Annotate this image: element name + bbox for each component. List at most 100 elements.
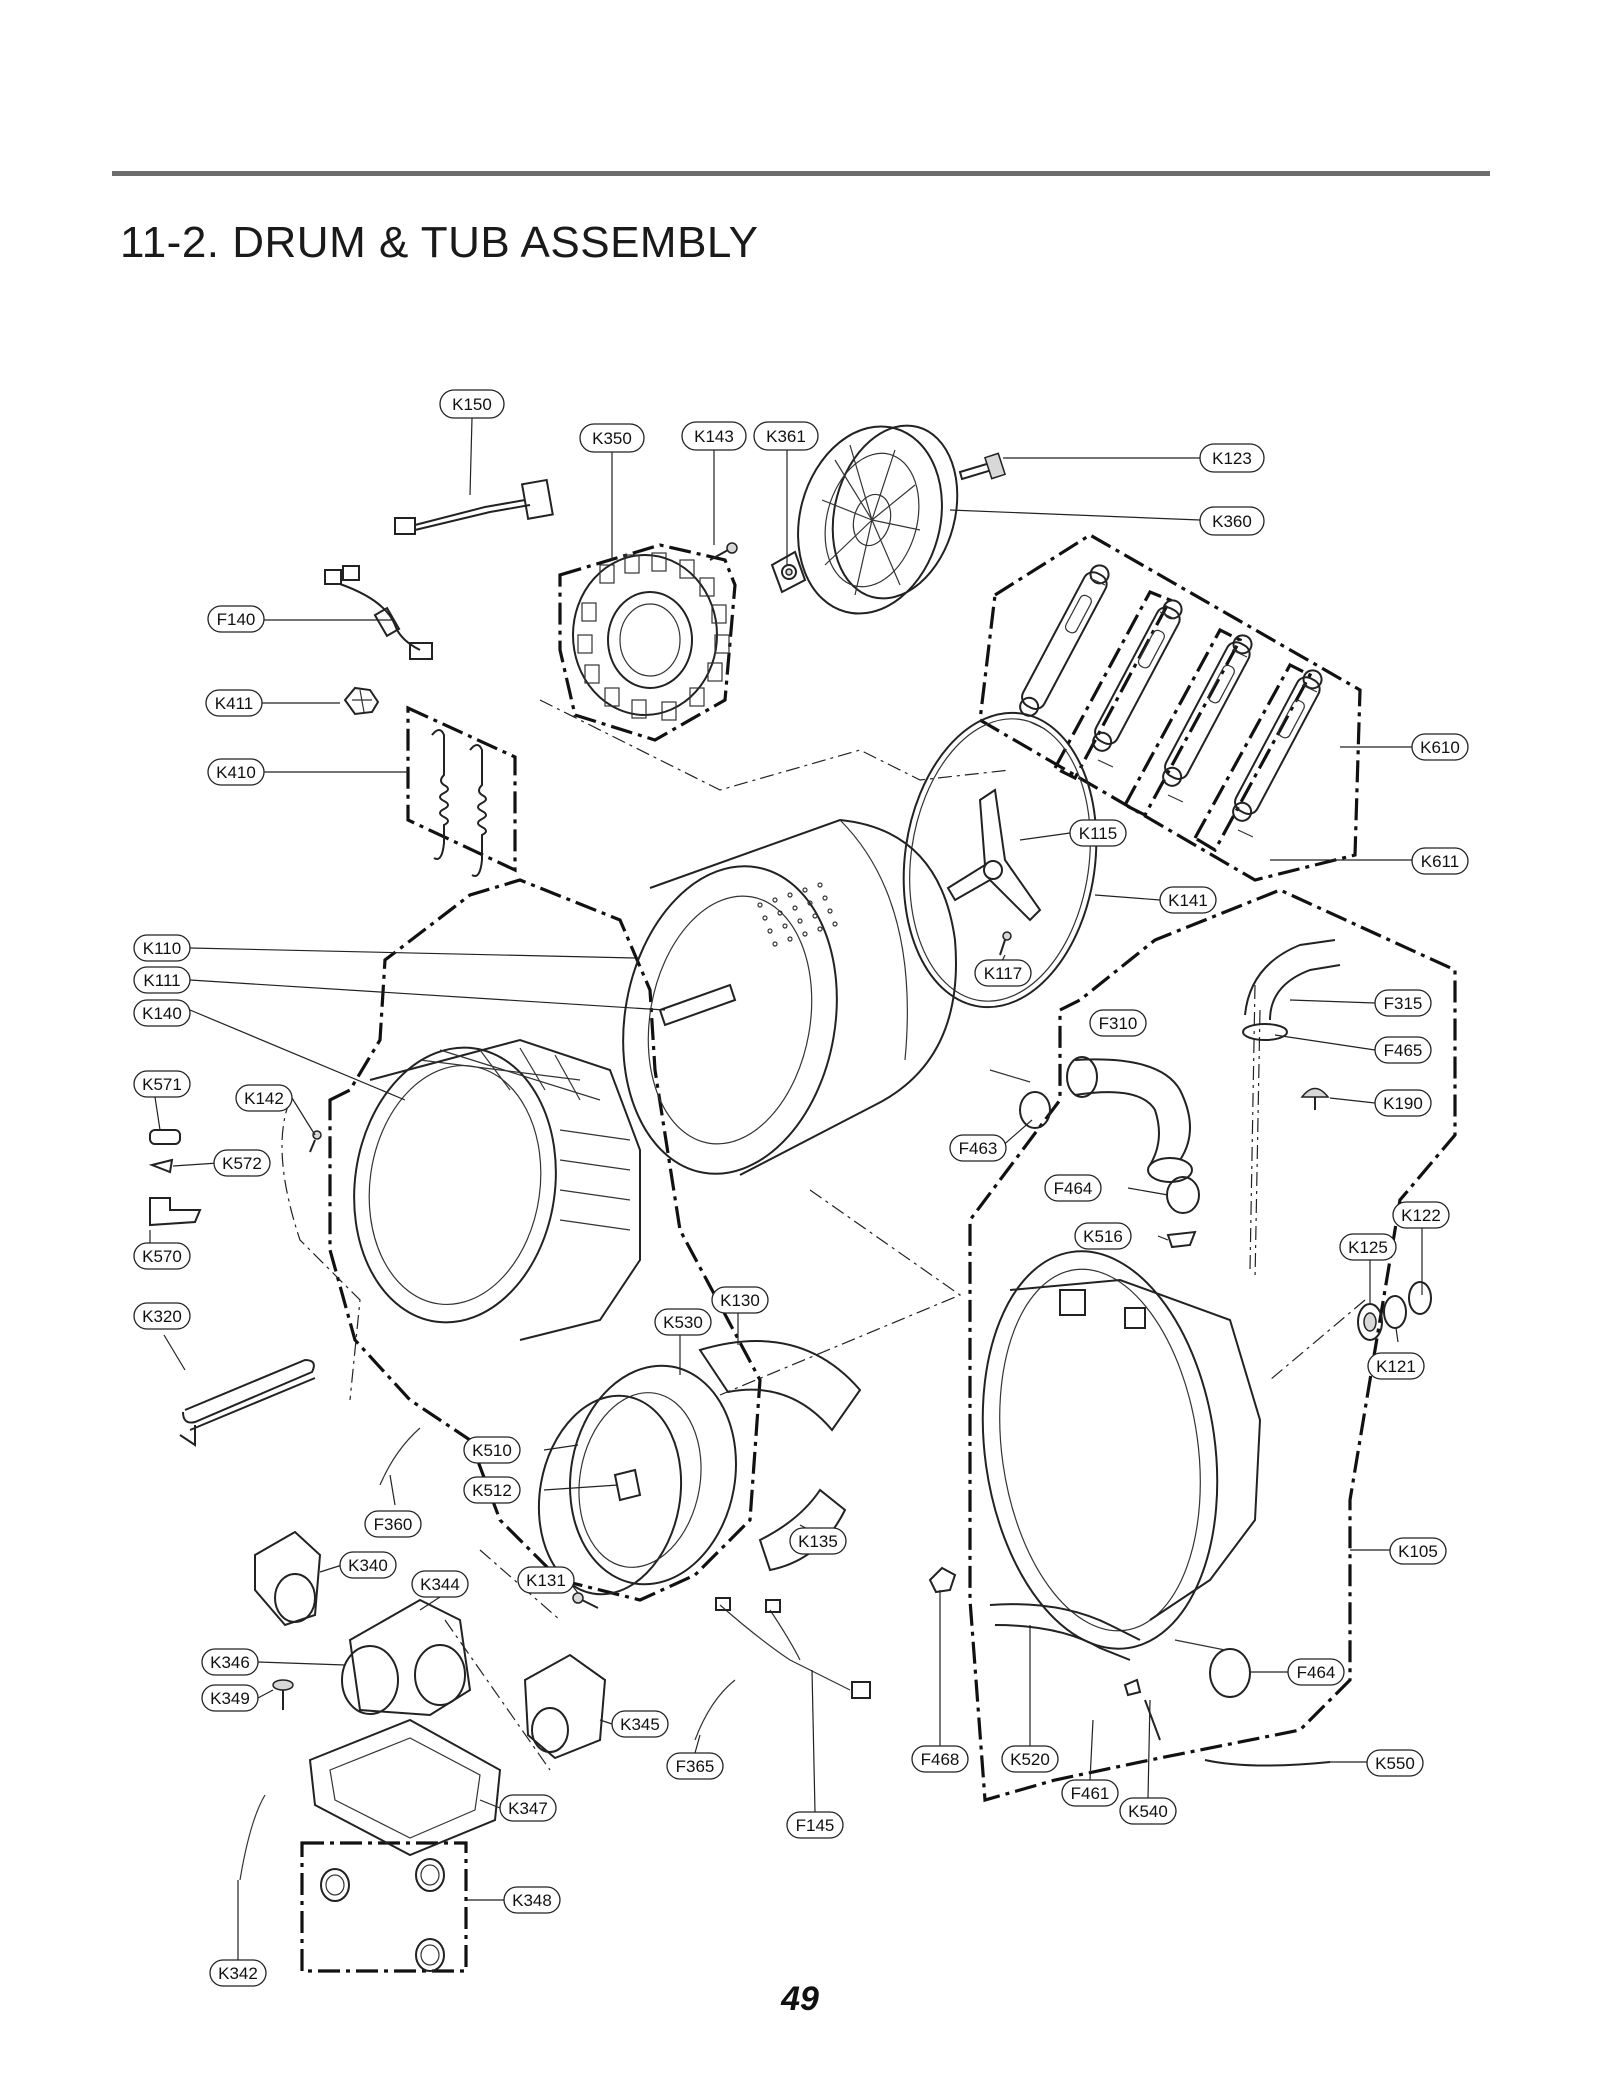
callout-K346: K346: [201, 1648, 259, 1676]
callout-label: K105: [1398, 1542, 1438, 1561]
bolt-k131: [581, 1599, 599, 1609]
callout-label: K571: [142, 1075, 182, 1094]
harness-f140: [324, 565, 433, 660]
page-number: 49: [781, 1980, 819, 2018]
callout-label: F315: [1384, 994, 1423, 1013]
callout-K611: K611: [1411, 847, 1469, 875]
callout-K520: K520: [1001, 1745, 1059, 1773]
callout-K610: K610: [1411, 733, 1469, 761]
callout-K111: K111: [133, 966, 191, 994]
callout-K360: K360: [1199, 506, 1265, 536]
callout-label: K142: [244, 1089, 284, 1108]
callout-label: F461: [1071, 1784, 1110, 1803]
callout-K117: K117: [974, 959, 1032, 987]
callout-K123: K123: [1199, 443, 1265, 473]
axis-line-5: [1269, 1299, 1366, 1381]
rotor-k360: [797, 424, 959, 615]
front-tub-boundary: [328, 878, 762, 1602]
callout-K411: K411: [205, 689, 263, 717]
callout-K150: K150: [439, 389, 505, 419]
front-tub-k140: [353, 1038, 641, 1341]
pump-parts-boundary: [300, 1841, 468, 1973]
rear-tub-k105: [981, 1250, 1262, 1650]
callout-F464b: F464: [1287, 1658, 1345, 1686]
base-k347: [308, 1718, 502, 1857]
heater-k320: [179, 1358, 316, 1447]
callout-K105: K105: [1389, 1537, 1447, 1565]
callout-F140: F140: [207, 605, 265, 633]
pump-housing-k344: [341, 1598, 472, 1717]
callout-label: K361: [766, 427, 806, 446]
assembly-boundaries: [281, 533, 1457, 1973]
callout-K143: K143: [681, 421, 747, 451]
callout-label: K348: [512, 1891, 552, 1910]
callout-label: K190: [1383, 1094, 1423, 1113]
callout-K110: K110: [133, 934, 191, 962]
callout-label: K345: [620, 1715, 660, 1734]
callout-label: K520: [1010, 1750, 1050, 1769]
callout-label: K572: [222, 1154, 262, 1173]
callout-label: K344: [420, 1575, 460, 1594]
callout-label: K349: [210, 1689, 250, 1708]
axis-line-6: [1249, 984, 1256, 1271]
callout-label: K143: [694, 427, 734, 446]
callout-label: K320: [142, 1307, 182, 1326]
wire-k342: [239, 1794, 266, 1881]
springs-boundary: [406, 705, 517, 873]
drum-k110: [622, 818, 957, 1176]
dampers-k610: [1019, 564, 1323, 838]
bolt-k143: [709, 542, 738, 561]
axis-line-4: [1254, 1009, 1261, 1281]
callouts: K150 K350 K143 K361 K123 K360 F140 K411 …: [133, 389, 1469, 1987]
spider-k115: [946, 788, 1042, 922]
harness-f145: [715, 1597, 871, 1699]
callout-K141: K141: [1159, 886, 1217, 914]
part-k516: [1166, 1230, 1197, 1249]
callout-label: K135: [798, 1532, 838, 1551]
callout-label: F140: [217, 610, 256, 629]
callout-label: K611: [1421, 852, 1459, 871]
harness-k150: [394, 478, 554, 535]
callout-K122: K122: [1392, 1201, 1450, 1229]
damper-sep-2: [1122, 627, 1243, 818]
callout-K190: K190: [1374, 1089, 1432, 1117]
bearings: [1357, 1281, 1432, 1341]
callout-K572: K572: [213, 1149, 271, 1177]
callout-F365: F365: [666, 1752, 724, 1780]
callout-label: K346: [210, 1653, 250, 1672]
parts: [148, 424, 1432, 1972]
springs-k410: [431, 729, 487, 877]
callout-label: K512: [472, 1481, 512, 1500]
callout-label: K117: [984, 964, 1022, 983]
callout-K570: K570: [133, 1242, 191, 1270]
callout-label: K340: [348, 1556, 388, 1575]
callout-label: K360: [1212, 512, 1252, 531]
callout-label: K610: [1420, 738, 1460, 757]
callout-label: F464: [1054, 1179, 1093, 1198]
callout-label: K347: [508, 1799, 548, 1818]
callout-K121: K121: [1367, 1352, 1425, 1380]
callout-label: K123: [1212, 449, 1252, 468]
callout-label: K111: [143, 971, 180, 990]
callout-K340: K340: [339, 1551, 397, 1579]
wire-f365: [694, 1679, 736, 1741]
callout-label: K141: [1168, 891, 1208, 910]
clamp-f464: [1166, 1176, 1200, 1214]
callout-F461: F461: [1061, 1779, 1119, 1807]
part-k572: [148, 1158, 174, 1174]
callout-label: K122: [1401, 1206, 1441, 1225]
boot-k530: [537, 1364, 737, 1596]
callout-label: F465: [1384, 1041, 1423, 1060]
hose-k520: [989, 1603, 1141, 1641]
axis-line-3: [281, 1099, 361, 1401]
axis-line-1: [539, 699, 1011, 791]
page-title: 11-2. DRUM & TUB ASSEMBLY: [120, 218, 759, 267]
stator-k350: [572, 552, 730, 721]
callout-K125: K125: [1339, 1233, 1397, 1261]
callout-K516: K516: [1074, 1222, 1132, 1250]
axis-line-2: [719, 1189, 962, 1396]
clamp-f465: [1242, 1023, 1288, 1041]
callout-label: K410: [216, 763, 256, 782]
weights-k130-k135: [698, 1340, 862, 1572]
